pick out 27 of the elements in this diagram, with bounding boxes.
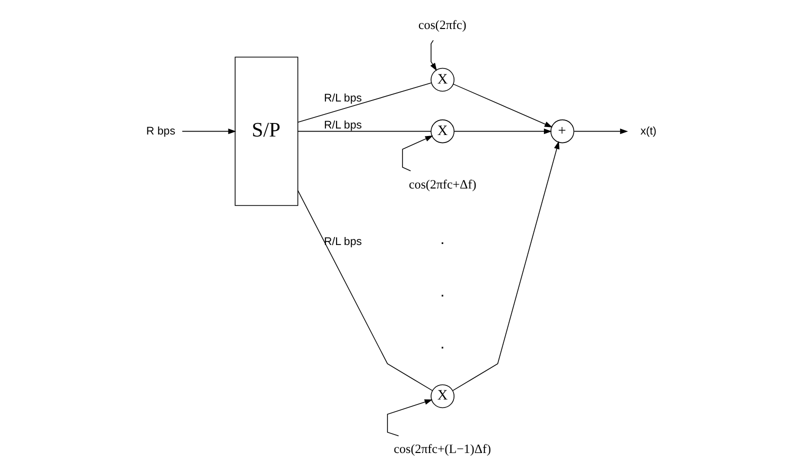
connector xyxy=(297,190,432,391)
arrow xyxy=(386,399,432,436)
label: . xyxy=(440,230,444,248)
node-text: cos(2πfc+(L−1)Δf) xyxy=(393,442,491,456)
edge-label: R/L bps xyxy=(323,92,362,104)
node-text: cos(2πfc) xyxy=(418,18,466,32)
connector xyxy=(296,82,432,123)
connector xyxy=(296,130,431,132)
node-circle: X xyxy=(430,119,454,144)
node-circle: X xyxy=(430,384,454,408)
edge-label: R/L bps xyxy=(323,236,362,248)
arrow xyxy=(573,128,628,134)
arrow xyxy=(430,40,436,71)
node-box: S/P xyxy=(234,56,298,206)
label: . xyxy=(440,283,444,300)
edge-label: R/L bps xyxy=(323,119,362,132)
arrow xyxy=(181,128,236,134)
arrow xyxy=(452,84,552,128)
node-circle: X xyxy=(430,68,454,92)
arrow xyxy=(452,141,559,391)
arrow xyxy=(402,136,433,172)
node-text: R bps xyxy=(146,125,175,138)
node-circle: + xyxy=(550,119,574,144)
arrow xyxy=(453,128,552,134)
node-text: x(t) xyxy=(640,125,656,138)
node-text: cos(2πfc+Δf) xyxy=(408,177,476,192)
label: . xyxy=(440,336,444,353)
